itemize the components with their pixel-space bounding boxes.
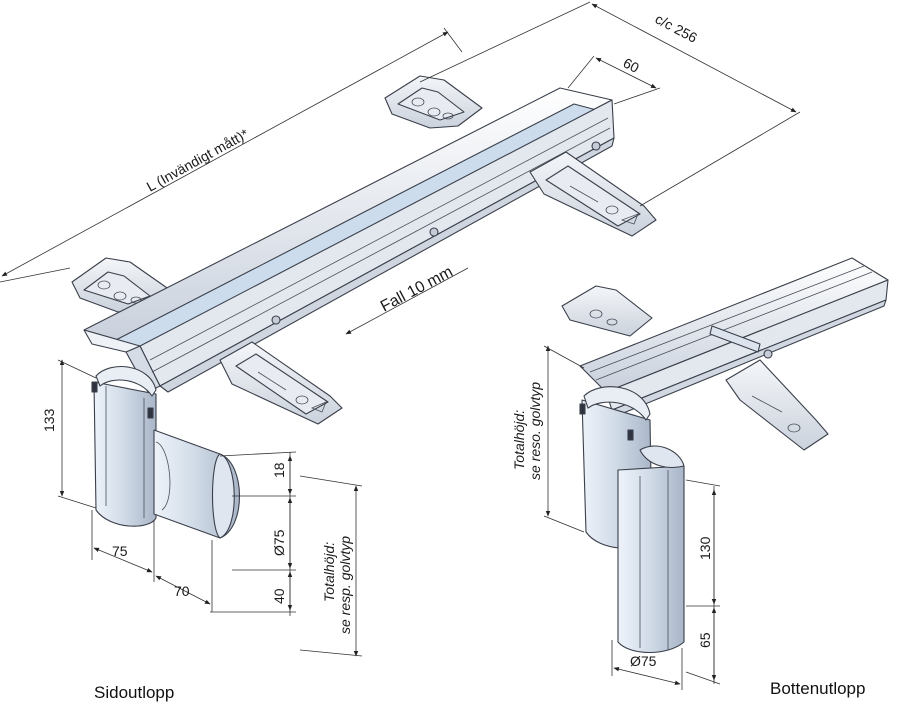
channel-grate — [107, 103, 605, 357]
side-70-label: 70 — [174, 583, 190, 599]
length-label: L (Invändigt mått)* — [144, 125, 252, 194]
side-18-label: 18 — [271, 462, 287, 478]
main-channel-drawing — [71, 75, 657, 425]
bracket-near-right — [529, 151, 657, 237]
bottom-65-label: 65 — [697, 632, 713, 648]
caption-side-outlet: Sidoutlopp — [94, 683, 174, 702]
side-40-label: 40 — [271, 588, 287, 604]
side-total-label-1: Totalhöjd: — [321, 542, 337, 602]
side-75-label: 75 — [112, 543, 128, 559]
bottom-d75-label: Ø75 — [630, 653, 657, 669]
caption-bottom-outlet: Bottenutlopp — [770, 679, 865, 698]
side-total-label-2: se resp. golvtyp — [337, 536, 353, 634]
bottom-130-label: 130 — [697, 536, 713, 560]
side-d75-label: Ø75 — [271, 529, 287, 556]
fall-label: Fall 10 mm — [378, 263, 456, 315]
side-height-label: 133 — [41, 408, 57, 432]
bracket-near-left — [219, 341, 343, 425]
width-label: 60 — [621, 55, 642, 77]
dimension-lines — [0, 1, 801, 690]
bottom-outlet-drawing — [561, 257, 889, 653]
bracket-far-right — [384, 75, 483, 129]
side-outlet-drawing — [91, 365, 240, 539]
bottom-total-label-2: se reso. golvtyp — [527, 382, 543, 480]
cc-label: c/c 256 — [653, 11, 701, 46]
bottom-total-label-1: Totalhöjd: — [511, 410, 527, 470]
